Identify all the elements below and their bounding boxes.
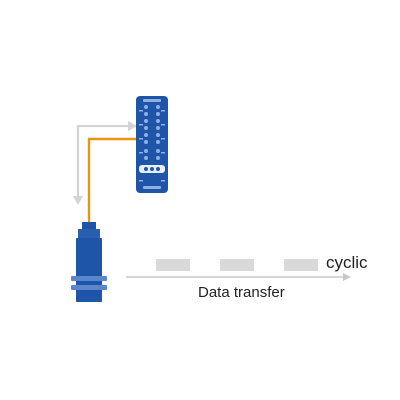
module-center-led	[156, 167, 160, 171]
module-tick	[139, 110, 143, 112]
data-transfer-label: Data transfer	[198, 284, 285, 301]
module-tick	[161, 110, 165, 112]
module-led	[156, 126, 160, 130]
module-led	[156, 112, 160, 116]
module-led	[156, 105, 160, 109]
module-center-led	[150, 167, 154, 171]
module-center-led	[144, 167, 148, 171]
data-packet	[220, 259, 254, 271]
io-link-master-module-icon	[136, 96, 168, 193]
cyclic-label: cyclic	[326, 253, 368, 272]
module-port-leds	[139, 105, 165, 182]
module-led	[144, 156, 148, 160]
sensor-neck	[78, 229, 100, 239]
data-packet	[284, 259, 318, 271]
module-led	[156, 133, 160, 137]
module-tick	[139, 138, 143, 140]
module-tick	[161, 152, 165, 154]
module-bottom-label	[143, 186, 161, 189]
signal-line	[87, 137, 137, 222]
module-led	[156, 119, 160, 123]
module-tick	[139, 180, 143, 182]
sensor-connector-top	[82, 222, 96, 230]
feedback-arrow	[73, 121, 137, 205]
module-tick	[139, 152, 143, 154]
module-led	[156, 140, 160, 144]
feedback-arrowhead-down	[73, 196, 83, 205]
feedback-arrowhead-right	[128, 121, 137, 131]
module-led	[144, 105, 148, 109]
module-tick	[161, 180, 165, 182]
sensor-ring-lower	[71, 285, 107, 290]
sensor-ring-upper	[71, 276, 107, 281]
data-packet	[156, 259, 190, 271]
data-transfer-axis	[126, 273, 351, 281]
module-led	[144, 140, 148, 144]
cylindrical-sensor-icon	[71, 222, 107, 302]
module-led	[144, 119, 148, 123]
module-led	[144, 149, 148, 153]
sensor-body	[76, 238, 102, 302]
module-tick	[161, 124, 165, 126]
module-led	[144, 126, 148, 130]
module-tick	[139, 124, 143, 126]
axis-arrowhead	[343, 273, 351, 281]
feedback-line	[76, 124, 136, 196]
cyclic-data-packets	[156, 259, 318, 271]
module-top-label	[143, 99, 161, 102]
module-led	[144, 112, 148, 116]
module-led	[156, 156, 160, 160]
module-led	[144, 133, 148, 137]
module-led	[156, 149, 160, 153]
module-tick	[161, 138, 165, 140]
